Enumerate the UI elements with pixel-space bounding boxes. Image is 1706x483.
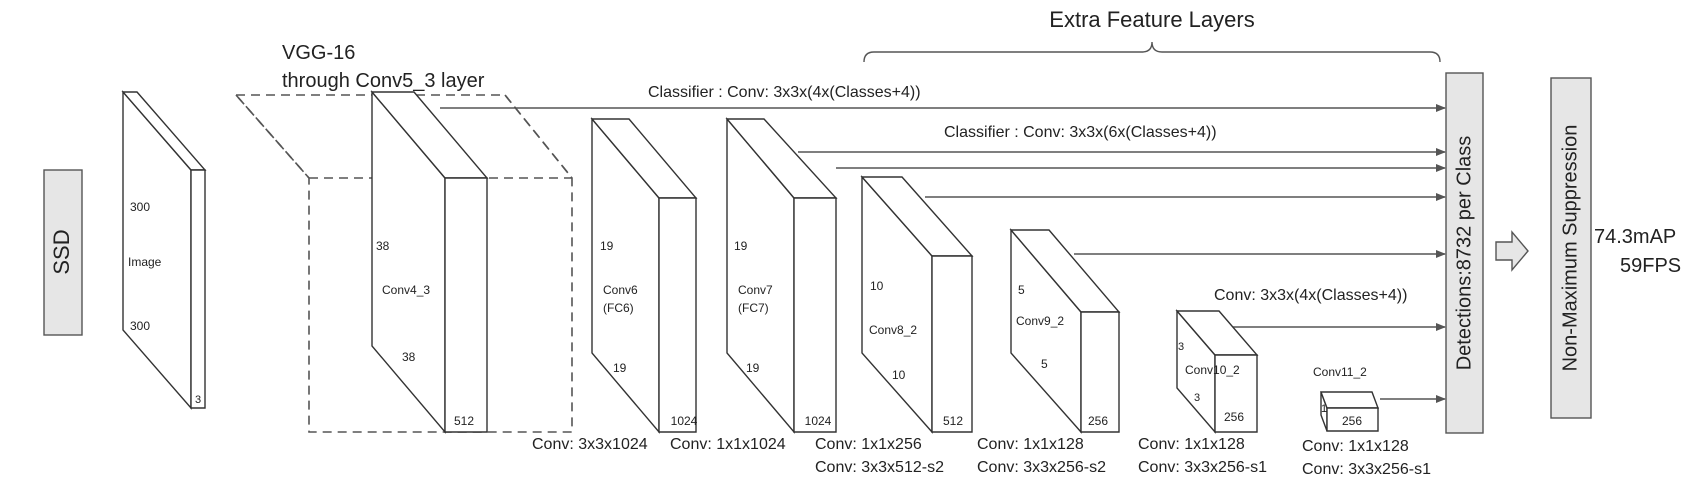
extra-feature-layers-brace (863, 41, 1441, 63)
conv9-2-size-top: 5 (1018, 283, 1025, 297)
conv11-op-label-1: Conv: 1x1x128 (1302, 438, 1409, 455)
conv10-op-label-2: Conv: 3x3x256-s1 (1138, 459, 1267, 476)
extra-feature-layers-title: Extra Feature Layers (1049, 7, 1254, 32)
conv6-label-line2: (FC6) (603, 301, 634, 315)
conv11-2-depth: 256 (1342, 414, 1362, 428)
nms-label: Non-Maximum Suppression (1559, 125, 1581, 372)
conv7-depth: 1024 (805, 414, 832, 428)
conv7-block: 19 Conv7 (FC7) 19 1024 (725, 117, 838, 434)
conv7-label-line2: (FC7) (738, 301, 769, 315)
conv6-op-label: Conv: 3x3x1024 (532, 436, 648, 453)
conv6-size-bottom: 19 (613, 361, 627, 375)
conv8-2-size-bottom: 10 (892, 368, 906, 382)
image-input-block: 300 Image 300 3 (121, 90, 207, 410)
conv10-2-size-top: 3 (1178, 341, 1184, 353)
image-label: Image (128, 255, 162, 269)
conv10-2-block: 3 Conv10_2 3 256 (1175, 309, 1259, 434)
conv11-op-label-2: Conv: 3x3x256-s1 (1302, 461, 1431, 478)
vgg-label-line1: VGG-16 (282, 42, 355, 64)
conv7-label-line1: Conv7 (738, 283, 773, 297)
conv9-2-depth: 256 (1088, 414, 1108, 428)
detections-box: Detections:8732 per Class (1445, 72, 1484, 434)
vgg-label-line2: through Conv5_3 layer (282, 70, 485, 92)
conv10-2-depth: 256 (1224, 410, 1244, 424)
classifier-label-3: Conv: 3x3x(4x(Classes+4)) (1214, 287, 1407, 304)
conv9-op-label-1: Conv: 1x1x128 (977, 436, 1084, 453)
classifier-label-2: Classifier : Conv: 3x3x(6x(Classes+4)) (944, 124, 1217, 141)
conv8-op-label-2: Conv: 3x3x512-s2 (815, 459, 944, 476)
conv6-block: 19 Conv6 (FC6) 19 1024 (590, 117, 698, 434)
conv7-size-bottom: 19 (746, 361, 760, 375)
result-fps: 59FPS (1620, 255, 1681, 277)
conv-op-labels: Conv: 3x3x1024 Conv: 1x1x1024 Conv: 1x1x… (532, 436, 1431, 478)
conv11-2-label: Conv11_2 (1313, 365, 1367, 379)
classifier-label-1: Classifier : Conv: 3x3x(4x(Classes+4)) (648, 84, 921, 101)
result-map: 74.3mAP (1594, 226, 1676, 248)
conv9-2-label: Conv9_2 (1016, 314, 1064, 328)
ssd-box: SSD (43, 169, 83, 336)
conv10-2-size-bottom: 3 (1194, 392, 1200, 404)
vgg-dashed-cube (234, 94, 573, 433)
conv8-2-size-top: 10 (870, 279, 884, 293)
image-width: 300 (130, 319, 150, 333)
block-arrow (1495, 230, 1529, 272)
ssd-label: SSD (49, 229, 74, 274)
conv6-size-top: 19 (600, 239, 614, 253)
conv6-depth: 1024 (671, 414, 698, 428)
conv11-2-size: 1 (1321, 403, 1327, 415)
conv4-3-label: Conv4_3 (382, 283, 430, 297)
conv8-2-depth: 512 (943, 414, 963, 428)
image-height: 300 (130, 200, 150, 214)
conv8-op-label-1: Conv: 1x1x256 (815, 436, 922, 453)
conv6-label-line1: Conv6 (603, 283, 638, 297)
conv9-op-label-2: Conv: 3x3x256-s2 (977, 459, 1106, 476)
image-depth: 3 (195, 394, 201, 406)
classifier-arrows (440, 104, 1446, 403)
nms-box: Non-Maximum Suppression (1550, 77, 1592, 419)
conv10-2-label: Conv10_2 (1185, 363, 1240, 377)
conv8-2-label: Conv8_2 (869, 323, 917, 337)
conv8-2-block: 10 Conv8_2 10 512 (860, 175, 974, 434)
conv7-size-top: 19 (734, 239, 748, 253)
conv4-3-depth: 512 (454, 414, 474, 428)
conv4-3-block: 38 Conv4_3 38 512 (370, 90, 489, 434)
conv4-3-size-bottom: 38 (402, 350, 416, 364)
detections-label: Detections:8732 per Class (1453, 136, 1475, 371)
conv4-3-size-top: 38 (376, 239, 390, 253)
conv9-2-size-bottom: 5 (1041, 357, 1048, 371)
conv10-op-label-1: Conv: 1x1x128 (1138, 436, 1245, 453)
conv9-2-block: 5 Conv9_2 5 256 (1009, 228, 1121, 434)
conv7-op-label: Conv: 1x1x1024 (670, 436, 786, 453)
conv11-2-block: Conv11_2 1 256 (1313, 365, 1380, 432)
